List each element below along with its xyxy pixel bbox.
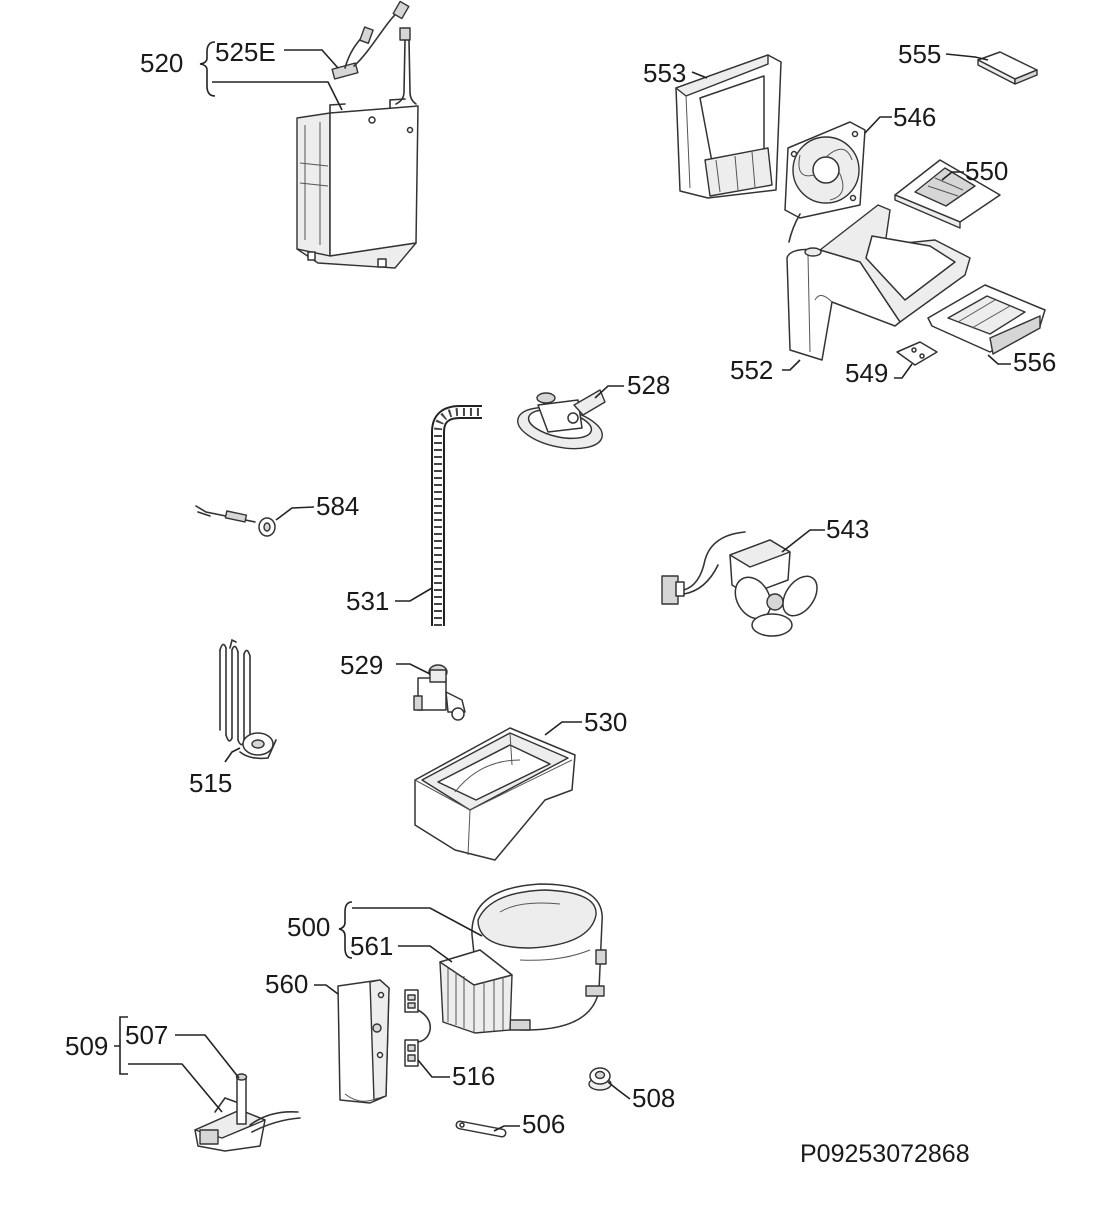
label-531: 531 <box>346 586 389 616</box>
label-516: 516 <box>452 1061 495 1091</box>
leader-line-561 <box>398 945 453 963</box>
bracket-509 <box>114 1016 128 1075</box>
leader-line-543 <box>781 529 825 553</box>
label-506: 506 <box>522 1109 565 1139</box>
part-515-heater <box>219 638 277 760</box>
brace-520 <box>199 41 216 97</box>
leader-line-516 <box>417 1059 450 1078</box>
label-546: 546 <box>893 102 936 132</box>
label-529: 529 <box>340 650 383 680</box>
leader-line-528 <box>594 385 624 399</box>
part-507-ptc-tube <box>235 1073 248 1125</box>
leader-line-509 <box>128 1063 223 1113</box>
label-507: 507 <box>125 1020 168 1050</box>
leader-line-506 <box>493 1125 520 1132</box>
leader-line-508 <box>607 1081 631 1100</box>
part-543-fan-motor <box>661 531 818 637</box>
leader-line-549 <box>894 363 913 379</box>
leader-line-500 <box>352 907 483 937</box>
part-529-valve <box>413 664 466 721</box>
label-509: 509 <box>65 1031 108 1061</box>
part-560-cover <box>337 979 390 1104</box>
part-531-drain-hose <box>431 405 482 626</box>
part-549-plate <box>896 341 938 366</box>
leader-line-520 <box>212 81 343 111</box>
part-552-duct <box>786 204 971 361</box>
label-520: 520 <box>140 48 183 78</box>
label-561: 561 <box>350 931 393 961</box>
leader-line-560 <box>314 984 339 995</box>
leader-lines <box>114 41 1011 1132</box>
leader-line-546 <box>864 116 892 134</box>
part-525e-wire-harness <box>331 0 417 105</box>
part-520-control-box <box>296 98 419 269</box>
leader-line-584 <box>275 506 315 521</box>
leader-line-507 <box>175 1034 240 1079</box>
label-560: 560 <box>265 969 308 999</box>
label-552: 552 <box>730 355 773 385</box>
leader-line-529 <box>396 663 431 675</box>
label-549: 549 <box>845 358 888 388</box>
part-labels: 520 525E 553 555 546 550 552 549 556 528… <box>65 37 1056 1168</box>
label-515: 515 <box>189 768 232 798</box>
label-555: 555 <box>898 39 941 69</box>
leader-line-531 <box>395 587 433 602</box>
brace-500 <box>338 901 353 959</box>
part-584-sensor <box>195 505 276 537</box>
label-584: 584 <box>316 491 359 521</box>
part-516-connectors <box>404 989 432 1067</box>
part-553-frame <box>675 54 782 199</box>
leader-line-553 <box>691 71 708 79</box>
label-528: 528 <box>627 370 670 400</box>
label-550: 550 <box>965 156 1008 186</box>
label-508: 508 <box>632 1083 675 1113</box>
leader-line-550 <box>941 171 964 181</box>
part-528-drain-fitting <box>517 389 606 450</box>
part-530-drip-tray <box>414 727 576 861</box>
leader-line-555 <box>945 53 989 61</box>
label-556: 556 <box>1013 347 1056 377</box>
part-506-clip <box>455 1120 507 1138</box>
part-509-relay-assembly <box>194 1097 301 1152</box>
part-555-pad <box>977 51 1038 85</box>
leader-line-525e <box>284 49 339 69</box>
label-525e: 525E <box>215 37 276 67</box>
diagram-code: P09253072868 <box>800 1140 970 1168</box>
part-508-grommet <box>588 1067 612 1091</box>
label-553: 553 <box>643 58 686 88</box>
leader-line-530 <box>544 721 582 736</box>
part-546-fan <box>784 121 866 243</box>
leader-line-556 <box>987 354 1011 365</box>
part-556-tray <box>927 284 1046 355</box>
label-543: 543 <box>826 514 869 544</box>
label-530: 530 <box>584 707 627 737</box>
label-500: 500 <box>287 912 330 942</box>
part-561-heatsink <box>439 949 513 1034</box>
leader-line-515 <box>224 747 241 763</box>
leader-line-552 <box>782 359 801 371</box>
part-550-cover <box>894 159 1001 229</box>
